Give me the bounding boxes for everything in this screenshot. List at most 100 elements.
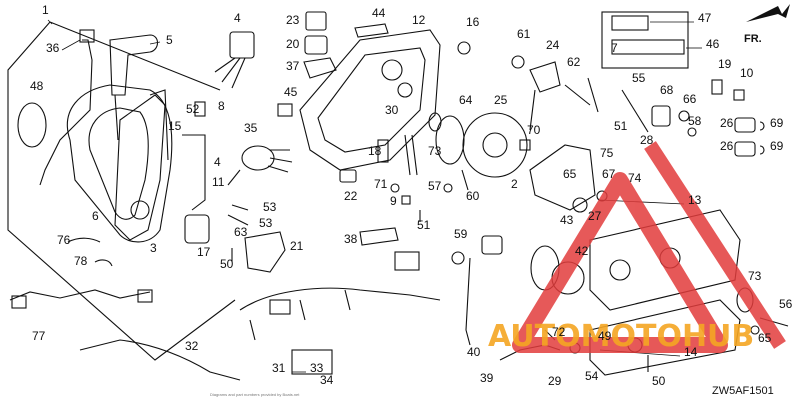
part-switch-wires bbox=[214, 57, 246, 89]
part-53b bbox=[227, 214, 249, 226]
callout-18: 18 bbox=[368, 144, 382, 158]
leader-36 bbox=[61, 39, 81, 51]
callout-48: 48 bbox=[30, 79, 44, 93]
diagram-code: ZW5AF1501 bbox=[712, 385, 774, 397]
callout-3: 3 bbox=[150, 241, 157, 255]
callout-44: 44 bbox=[372, 6, 386, 20]
part-19 bbox=[711, 79, 723, 95]
part-59 bbox=[451, 251, 465, 265]
label-box-46 bbox=[611, 39, 685, 55]
leader-1 bbox=[47, 19, 53, 25]
callout-57: 57 bbox=[428, 179, 442, 193]
part-cover bbox=[114, 94, 166, 241]
part-main-housing bbox=[299, 29, 441, 171]
callout-78: 78 bbox=[74, 254, 88, 268]
part-plate-13-hole-1 bbox=[609, 259, 631, 281]
watermark-logo bbox=[512, 141, 786, 353]
part-clip-78 bbox=[94, 259, 113, 267]
part-main-housing-inner bbox=[317, 47, 426, 153]
part-collar-68 bbox=[651, 105, 671, 127]
part-gear-disc-inner bbox=[482, 132, 508, 158]
part-pad-26a bbox=[734, 117, 756, 133]
part-4-lower bbox=[182, 134, 206, 211]
part-22 bbox=[339, 169, 357, 183]
callout-26: 26 bbox=[720, 139, 734, 153]
callout-32: 32 bbox=[185, 339, 199, 353]
part-bolt-55 bbox=[621, 89, 649, 133]
callout-4: 4 bbox=[234, 11, 241, 25]
callout-73: 73 bbox=[428, 144, 442, 158]
callout-6: 6 bbox=[92, 209, 99, 223]
part-clip-69b bbox=[759, 145, 765, 155]
part-9 bbox=[401, 195, 411, 205]
callout-64: 64 bbox=[459, 93, 473, 107]
callout-43: 43 bbox=[560, 213, 574, 227]
callout-62: 62 bbox=[567, 55, 581, 69]
callout-22: 22 bbox=[344, 189, 358, 203]
part-connector-a bbox=[394, 251, 420, 271]
callout-68: 68 bbox=[660, 83, 674, 97]
callout-50: 50 bbox=[220, 257, 234, 271]
leader-5 bbox=[149, 41, 161, 45]
part-71 bbox=[390, 183, 400, 193]
part-73-mid bbox=[404, 134, 418, 176]
callout-53: 53 bbox=[259, 216, 273, 230]
part-grommet-16 bbox=[457, 41, 471, 55]
part-housing-inner bbox=[88, 107, 149, 220]
callout-60: 60 bbox=[466, 189, 480, 203]
callout-7: 7 bbox=[611, 41, 618, 55]
part-20 bbox=[304, 35, 328, 55]
part-shaft-7 bbox=[587, 77, 599, 113]
callout-14: 14 bbox=[684, 345, 698, 359]
callout-52: 52 bbox=[186, 102, 200, 116]
callout-46: 46 bbox=[706, 37, 720, 51]
callout-53: 53 bbox=[263, 200, 277, 214]
callout-31: 31 bbox=[272, 361, 286, 375]
callout-72: 72 bbox=[552, 325, 566, 339]
callout-45: 45 bbox=[284, 85, 298, 99]
callout-29: 29 bbox=[548, 374, 562, 388]
callout-26: 26 bbox=[720, 116, 734, 130]
part-lever-handle bbox=[109, 34, 159, 96]
part-grommet-76 bbox=[67, 237, 101, 243]
part-ignition-switch bbox=[241, 145, 275, 171]
callout-69: 69 bbox=[770, 116, 784, 130]
group-frame-left bbox=[7, 21, 236, 361]
part-gear-disc bbox=[462, 112, 528, 178]
part-harness bbox=[239, 287, 441, 341]
part-shaft-62 bbox=[564, 84, 591, 106]
part-10 bbox=[733, 89, 745, 101]
callout-69: 69 bbox=[770, 139, 784, 153]
callout-1: 1 bbox=[42, 3, 49, 17]
callout-74: 74 bbox=[628, 171, 642, 185]
part-37 bbox=[303, 57, 337, 79]
copyright-text: Diagrams and part numbers provided by Bo… bbox=[210, 392, 300, 397]
direction-label: FR. bbox=[744, 33, 762, 45]
part-connector-77a bbox=[11, 295, 27, 309]
part-57 bbox=[443, 183, 453, 193]
callout-67: 67 bbox=[602, 167, 616, 181]
callout-58: 58 bbox=[688, 114, 702, 128]
callout-20: 20 bbox=[286, 37, 300, 51]
callout-54: 54 bbox=[585, 369, 599, 383]
watermark-text: AUTOMOTOHUB bbox=[488, 319, 754, 354]
part-wire-36 bbox=[39, 39, 93, 186]
callout-50: 50 bbox=[652, 374, 666, 388]
callout-63: 63 bbox=[234, 225, 248, 239]
callout-5: 5 bbox=[166, 33, 173, 47]
label-box-47 bbox=[611, 15, 649, 31]
part-spring-8 bbox=[194, 101, 206, 117]
part-harness-connector-38 bbox=[359, 227, 399, 246]
callout-42: 42 bbox=[575, 244, 589, 258]
part-connector-b bbox=[269, 299, 291, 315]
part-70 bbox=[519, 139, 531, 151]
part-45 bbox=[277, 103, 293, 117]
callout-2: 2 bbox=[511, 177, 518, 191]
callout-27: 27 bbox=[588, 209, 602, 223]
part-18 bbox=[377, 139, 389, 163]
part-ring-61 bbox=[511, 55, 525, 69]
part-cover-hole bbox=[130, 200, 150, 220]
